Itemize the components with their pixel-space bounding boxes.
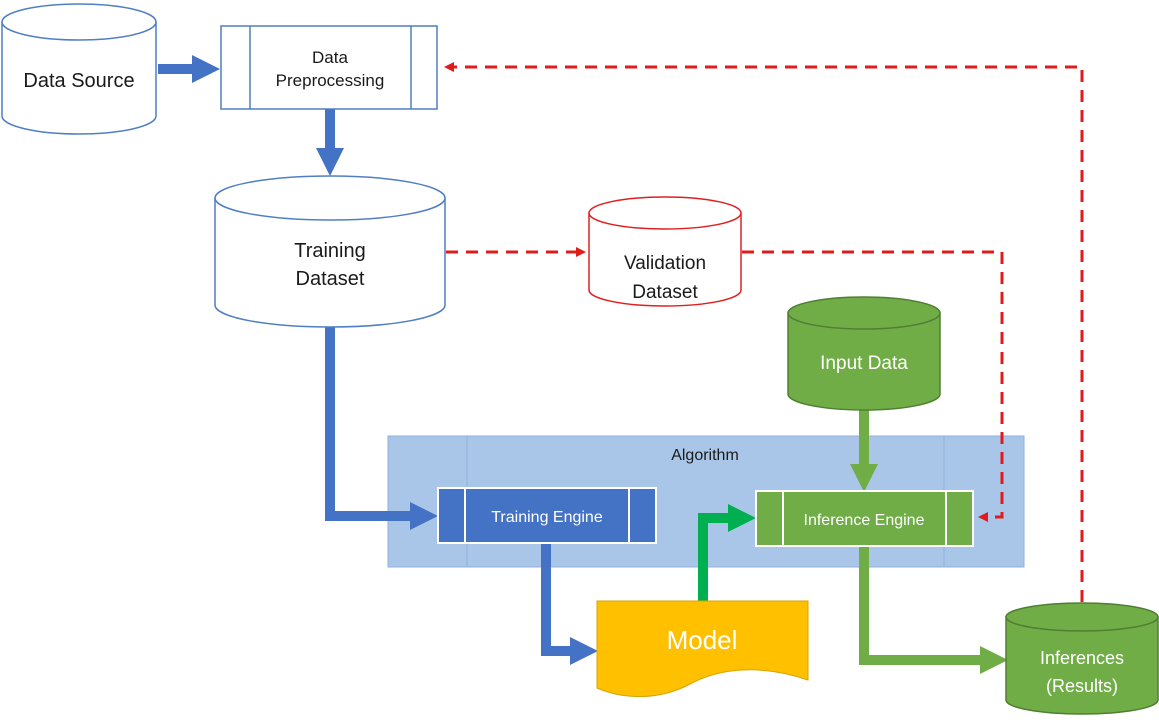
preprocessing-label-line1: Data xyxy=(312,48,348,67)
model-document: Model xyxy=(596,600,809,697)
inferences-cylinder: Inferences (Results) xyxy=(1005,602,1159,715)
validation-dataset-label-line1: Validation xyxy=(624,253,706,274)
training-dataset-label-line1: Training xyxy=(294,240,366,262)
arrow-engine-to-model xyxy=(541,543,598,665)
model-label: Model xyxy=(667,625,738,655)
arrow-inference-to-results xyxy=(859,546,1008,674)
training-engine-label: Training Engine xyxy=(491,509,603,526)
validation-dataset-label-line2: Dataset xyxy=(632,282,698,303)
arrow-preprocessing-to-training xyxy=(316,109,344,176)
arrow-input-to-inference xyxy=(850,408,878,492)
dashed-validation-to-inference xyxy=(742,250,1004,522)
arrow-model-to-inference xyxy=(698,504,756,603)
arrow-source-to-preprocessing xyxy=(158,55,220,83)
input-data-cylinder: Input Data xyxy=(787,296,941,411)
training-dataset-cylinder: Training Dataset xyxy=(214,175,446,328)
data-preprocessing-box: Data Preprocessing xyxy=(220,25,438,110)
training-engine-box: Training Engine xyxy=(437,487,657,544)
inferences-label-line1: Inferences xyxy=(1040,648,1124,668)
validation-dataset-cylinder: Validation Dataset xyxy=(588,196,742,307)
algorithm-label: Algorithm xyxy=(671,447,739,464)
data-source-cylinder: Data Source xyxy=(1,3,157,135)
inference-engine-label: Inference Engine xyxy=(804,512,925,529)
training-dataset-label-line2: Dataset xyxy=(296,268,365,290)
preprocessing-label-line2: Preprocessing xyxy=(276,71,385,90)
data-source-label: Data Source xyxy=(23,70,134,92)
input-data-label: Input Data xyxy=(820,353,908,374)
inferences-label-line2: (Results) xyxy=(1046,676,1118,696)
arrow-training-to-engine xyxy=(325,326,438,530)
inference-engine-box: Inference Engine xyxy=(755,490,974,547)
